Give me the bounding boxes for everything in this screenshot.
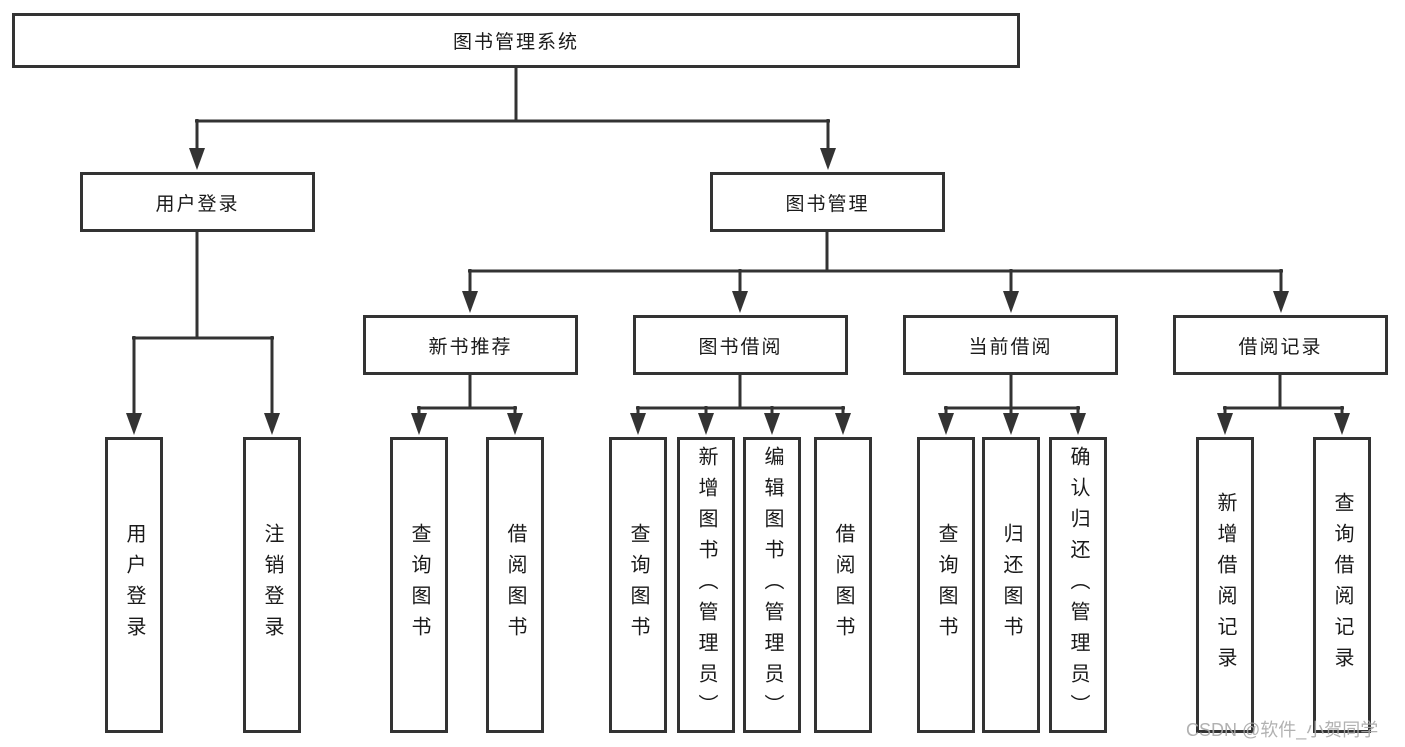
node-user-login: 用户登录 <box>80 172 315 232</box>
node-book-management: 图书管理 <box>710 172 945 232</box>
connector-book-borrow-branch <box>630 375 851 435</box>
connector-new-book-branch <box>411 375 523 435</box>
csdn-watermark: CSDN @软件_小贺同学 <box>1186 720 1379 740</box>
node-current-borrow: 当前借阅 <box>903 315 1118 375</box>
connector-borrow-records-branch <box>1217 375 1350 435</box>
leaf-current-confirm-return-admin: 确认归还（管理员） <box>1049 437 1107 733</box>
node-new-book-recommend: 新书推荐 <box>363 315 578 375</box>
connector-book-management-branch <box>462 232 1289 313</box>
leaf-borrow-add-books-admin: 新增图书（管理员） <box>677 437 735 733</box>
leaf-records-add-record: 新增借阅记录 <box>1196 437 1254 733</box>
leaf-newbook-query-books: 查询图书 <box>390 437 448 733</box>
node-book-borrow: 图书借阅 <box>633 315 848 375</box>
node-borrow-records: 借阅记录 <box>1173 315 1388 375</box>
leaf-borrow-borrow-books: 借阅图书 <box>814 437 872 733</box>
leaf-logout: 注销登录 <box>243 437 301 733</box>
connector-root-branch <box>189 68 836 170</box>
node-system-root: 图书管理系统 <box>12 13 1020 68</box>
leaf-newbook-borrow-books: 借阅图书 <box>486 437 544 733</box>
leaf-current-query-books: 查询图书 <box>917 437 975 733</box>
leaf-borrow-edit-books-admin: 编辑图书（管理员） <box>743 437 801 733</box>
leaf-records-query-record: 查询借阅记录 <box>1313 437 1371 733</box>
connector-user-login-branch <box>126 232 280 435</box>
leaf-borrow-query-books: 查询图书 <box>609 437 667 733</box>
connector-current-borrow-branch <box>938 375 1086 435</box>
leaf-user-login: 用户登录 <box>105 437 163 733</box>
leaf-current-return-books: 归还图书 <box>982 437 1040 733</box>
